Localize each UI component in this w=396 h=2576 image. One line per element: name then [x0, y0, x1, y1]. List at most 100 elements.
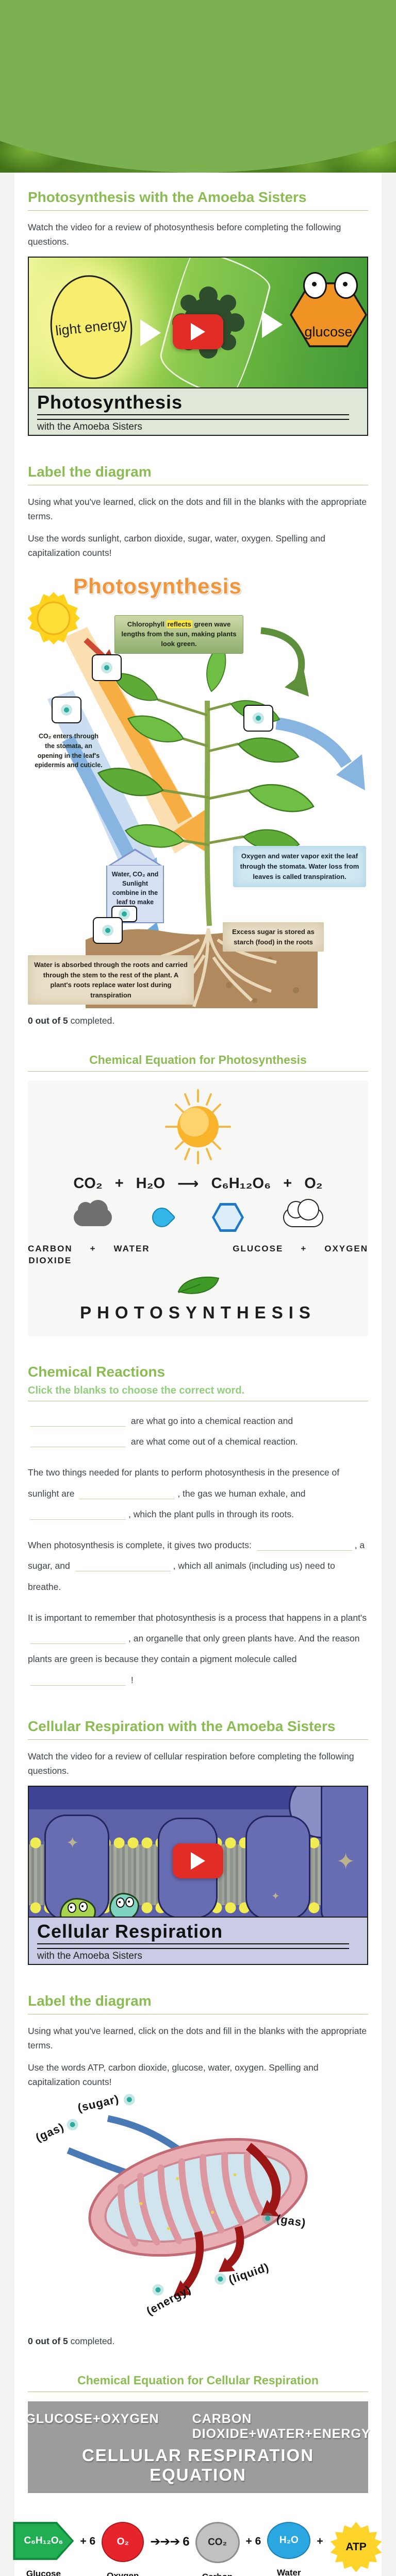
fill-in-blank[interactable] — [30, 1437, 126, 1448]
label1-instruction-2: Use the words sunlight, carbon dioxide, … — [28, 533, 325, 558]
section-heading-chemical-reactions: Chemical Reactions — [28, 1363, 166, 1380]
membrane-protein-graphic — [321, 1786, 367, 1924]
carbon-dioxide-oval-icon: CO₂ — [195, 2521, 240, 2563]
fill-in-blank[interactable] — [30, 1634, 126, 1645]
hotspot-dot-icon[interactable] — [253, 713, 264, 724]
video2-subtitle: with the Amoeba Sisters — [37, 1950, 142, 1961]
section-heading-label-diagram-2: Label the diagram — [28, 1992, 152, 2009]
eye-icon — [303, 272, 327, 299]
formula-h2o: H₂O — [136, 1175, 166, 1192]
hotspot-dot-icon[interactable] — [119, 908, 130, 920]
label2-instruction-1: Using what you've learned, click on the … — [28, 2025, 367, 2050]
video1-title: Photosynthesis — [37, 392, 183, 413]
fill-paragraph: It is important to remember that photosy… — [28, 1612, 367, 1686]
label-water: Water — [277, 2567, 301, 2576]
cellular-respiration-video-thumbnail[interactable]: ✦ ✦ ✦ ✦ Cellular Respiration with the Am… — [28, 1785, 368, 1965]
hotspot-dot-icon[interactable] — [101, 662, 112, 673]
membrane-protein-graphic — [245, 1815, 310, 1920]
hero-banner — [0, 0, 396, 173]
fill-in-blank[interactable] — [256, 1541, 352, 1551]
label-carbon-dioxide: CARBON DIOXIDE — [28, 1244, 73, 1265]
fill-paragraph: The two things needed for plants to perf… — [28, 1467, 340, 1520]
formula-o2: O₂ — [304, 1175, 323, 1192]
fill-in-blank[interactable] — [75, 1562, 171, 1572]
starch-note: Excess sugar is stored as starch (food) … — [223, 922, 324, 952]
heading-divider — [28, 1739, 368, 1740]
photosynthesis-diagram: Photosynthesis Chlorophyll reflects gree… — [28, 568, 368, 1008]
oxygen-cloud-icon — [284, 1200, 322, 1226]
section-heading-label-diagram-1: Label the diagram — [28, 464, 152, 480]
label-oxygen: OXYGEN — [324, 1244, 368, 1253]
diagram1-title: Photosynthesis — [73, 574, 242, 598]
label-hotspot-co2[interactable] — [52, 697, 81, 723]
section-heading-cellresp-equation: Chemical Equation for Cellular Respirati… — [77, 2373, 319, 2387]
sparkle-icon: ✦ — [336, 1849, 355, 1874]
fill-in-blank[interactable] — [30, 1675, 126, 1686]
water-absorbed-note: Water is absorbed through the roots and … — [28, 955, 194, 1005]
water-oval-icon: H₂O — [267, 2521, 311, 2559]
progress-counter: 0 out of 5 completed. — [28, 1015, 115, 1026]
label-hotspot-water[interactable] — [93, 917, 123, 944]
combine-note: Water, CO₂ and Sunlight combine in the l… — [111, 871, 159, 906]
transpiration-note: Oxygen and water vapor exit the leaf thr… — [233, 846, 366, 888]
hotspot-dot-icon[interactable] — [61, 704, 72, 716]
video2-instruction: Watch the video for a review of cellular… — [28, 1751, 354, 1776]
label-water: WATER — [113, 1244, 150, 1253]
glucose-tag-icon: C₆H₁₂O₆ — [13, 2521, 74, 2560]
fill-in-blank[interactable] — [30, 1417, 126, 1427]
worksheet-card: Photosynthesis with the Amoeba Sisters W… — [13, 173, 382, 2576]
label-carbon-dioxide: Carbon dioxide — [195, 2571, 240, 2576]
chemical-reactions-subheading: Click the blanks to choose the correct w… — [28, 1384, 245, 1396]
youtube-play-button[interactable] — [173, 1843, 223, 1879]
cellresp-equation-banner: GLUCOSE+OXYGEN CARBON DIOXIDE+WATER+ENER… — [25, 2401, 371, 2493]
eye-icon — [334, 272, 358, 299]
sparkle-icon: ✦ — [66, 1834, 79, 1852]
double-underline — [37, 1943, 350, 1949]
sun-icon — [165, 1089, 231, 1164]
youtube-play-button[interactable] — [173, 314, 223, 350]
hero-green-ellipse — [0, 0, 396, 173]
photosynthesis-equation-panel: CO₂ + H₂O ⟶ C₆H₁₂O₆ + O₂ CARBON DIOXIDE … — [28, 1081, 368, 1336]
equation-title: PHOTOSYNTHESIS — [80, 1302, 316, 1322]
up-arrow-shape — [107, 849, 163, 866]
banner-reactants: GLUCOSE+OXYGEN — [25, 2411, 159, 2426]
video1-subtitle: with the Amoeba Sisters — [37, 421, 142, 432]
fill-paragraph: When photosynthesis is complete, it give… — [28, 1540, 365, 1592]
carbon-dioxide-cloud-icon — [74, 1200, 112, 1226]
sparkle-icon: ✦ — [271, 1890, 280, 1902]
mitochondria-diagram-art — [67, 2115, 308, 2297]
hotspot-dot-icon[interactable] — [102, 925, 113, 936]
photosynthesis-formula-row: CO₂ + H₂O ⟶ C₆H₁₂O₆ + O₂ — [73, 1175, 323, 1192]
equation-word-labels: CARBON DIOXIDE + WATER GLUCOSE + OXYGEN — [28, 1243, 368, 1267]
co2-entry-note: CO₂ enters through the stomata, an openi… — [35, 733, 103, 769]
fill-in-blank[interactable] — [30, 1510, 126, 1520]
label-glucose: GLUCOSE — [233, 1244, 284, 1253]
glucose-hexagon-icon — [212, 1203, 244, 1232]
video1-instruction: Watch the video for a review of photosyn… — [28, 222, 341, 247]
label2-instruction-2: Use the words ATP, carbon dioxide, gluco… — [28, 2062, 319, 2087]
video2-title: Cellular Respiration — [37, 1920, 223, 1942]
label-hotspot-oxygen[interactable] — [243, 705, 273, 732]
banner-title: CELLULAR RESPIRATION EQUATION — [81, 2445, 315, 2484]
fill-paragraph: are what go into a chemical reaction and… — [28, 1411, 368, 1452]
progress-counter: 0 out of 5 completed. — [28, 2335, 115, 2346]
photosynthesis-video-thumbnail[interactable]: light energy glucose Photosynthesis with… — [28, 257, 368, 436]
formula-co2: CO₂ — [73, 1175, 103, 1192]
atp-star-icon: ATP — [330, 2521, 382, 2572]
banner-products: CARBON DIOXIDE+WATER+ENERGY — [192, 2411, 371, 2441]
arrow-right-icon — [262, 311, 283, 338]
fill-in-blank[interactable] — [79, 1489, 175, 1499]
formula-arrow: ⟶ — [177, 1176, 199, 1192]
label1-instruction-1: Using what you've learned, click on the … — [28, 497, 367, 521]
video1-title-band: Photosynthesis with the Amoeba Sisters — [29, 387, 367, 435]
light-energy-bubble: light energy — [45, 271, 138, 383]
heading-divider — [28, 210, 368, 211]
label-hotspot-sunlight[interactable] — [92, 654, 122, 681]
cellresp-formula-row: C₆H₁₂O₆ Glucose + 6 O₂ Oxygen ➔➔➔ 6 CO₂ … — [13, 2521, 382, 2576]
leaf-icon — [177, 1276, 220, 1294]
chlorophyll-note: Chlorophyll reflects green wave lengths … — [114, 615, 243, 654]
video2-title-band: Cellular Respiration with the Amoeba Sis… — [29, 1916, 367, 1964]
section-heading-photosynthesis-video: Photosynthesis with the Amoeba Sisters — [28, 189, 307, 205]
formula-glucose: C₆H₁₂O₆ — [211, 1175, 271, 1192]
heading-divider — [28, 1071, 368, 1072]
